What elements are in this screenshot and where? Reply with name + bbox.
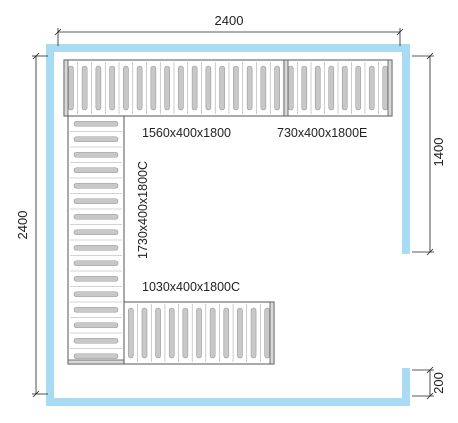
wall-top xyxy=(46,44,410,52)
label-top-short: 730x400x1800E xyxy=(277,126,367,140)
shelf-slat xyxy=(219,65,225,111)
shelf-slat xyxy=(73,120,119,127)
shelf-slat xyxy=(301,65,308,111)
shelf-bottom xyxy=(123,301,275,365)
shelf-end-cap xyxy=(283,59,289,117)
room-walls xyxy=(46,44,410,406)
label-left-vertical: 1730x400x1800C xyxy=(136,161,150,259)
shelf-slat xyxy=(182,307,189,359)
shelf-slat xyxy=(209,307,216,359)
shelf-top-long xyxy=(63,59,285,117)
shelf-slat xyxy=(250,307,257,359)
dimension-lines xyxy=(32,28,434,400)
shelf-slat xyxy=(73,275,119,282)
shelf-slat xyxy=(260,65,267,111)
shelf-slat xyxy=(73,337,119,344)
shelf-slat xyxy=(73,353,119,360)
shelf-slat xyxy=(368,65,375,111)
shelf-end-cap xyxy=(269,301,275,365)
shelf-slat xyxy=(328,65,335,111)
wall-right-lower xyxy=(402,368,410,406)
shelf-slat xyxy=(95,65,102,111)
shelf-slat xyxy=(178,65,184,111)
dim-left-label: 2400 xyxy=(15,211,30,240)
shelf-slat xyxy=(150,65,157,111)
shelf-slat xyxy=(81,65,88,111)
shelf-slat xyxy=(73,182,119,189)
shelf-slat xyxy=(73,306,119,313)
shelf-slat xyxy=(68,65,74,111)
shelf-slat xyxy=(164,65,170,111)
shelf-slat xyxy=(128,307,134,359)
shelf-slat xyxy=(314,65,321,111)
shelf-slat xyxy=(136,65,143,111)
shelf-slat xyxy=(168,307,175,359)
wall-bottom xyxy=(46,398,410,406)
shelf-slat xyxy=(73,167,119,174)
shelf-slat xyxy=(73,322,119,329)
shelf-slat xyxy=(205,65,212,111)
dim-right-upper-label: 1400 xyxy=(431,138,446,167)
wall-right-upper xyxy=(402,44,410,254)
shelf-slat xyxy=(73,136,119,143)
shelf-slat xyxy=(274,65,280,111)
shelf-slat xyxy=(196,307,202,359)
dim-right-lower-label: 200 xyxy=(431,372,446,394)
shelf-slat xyxy=(155,307,161,359)
shelf-bottom-slats xyxy=(128,301,275,365)
shelf-slat xyxy=(355,65,362,111)
shelf-top-short-slats xyxy=(283,59,393,117)
shelf-left-vertical xyxy=(67,115,125,365)
label-top-long: 1560x400x1800 xyxy=(142,126,231,140)
shelf-slat xyxy=(233,65,239,111)
shelf-end-cap xyxy=(63,59,69,117)
label-bottom: 1030x400x1800C xyxy=(142,280,240,294)
shelf-end-cap xyxy=(387,59,393,117)
dim-top-label: 2400 xyxy=(215,13,244,28)
shelf-slat xyxy=(73,260,119,267)
shelf-slat xyxy=(73,151,119,158)
shelf-slat xyxy=(109,65,115,111)
shelf-slat xyxy=(141,307,148,359)
shelf-slat xyxy=(264,307,270,359)
shelf-slat xyxy=(123,65,129,111)
shelf-slat xyxy=(73,198,119,205)
wall-left xyxy=(46,44,54,406)
shelf-slat xyxy=(73,291,119,298)
shelf-slat xyxy=(341,65,348,111)
shelf-slat xyxy=(73,229,119,236)
shelf-slat xyxy=(191,65,198,111)
shelf-end-cap xyxy=(67,359,125,365)
shelf-top-long-slats xyxy=(63,59,280,117)
shelf-slat xyxy=(73,244,119,251)
shelf-top-short xyxy=(283,59,393,117)
shelf-slat xyxy=(382,65,389,111)
shelf-slat xyxy=(223,307,230,359)
shelf-slat xyxy=(287,65,294,111)
shelf-slat xyxy=(73,213,119,220)
shelf-slat xyxy=(246,65,253,111)
shelf-slat xyxy=(237,307,243,359)
